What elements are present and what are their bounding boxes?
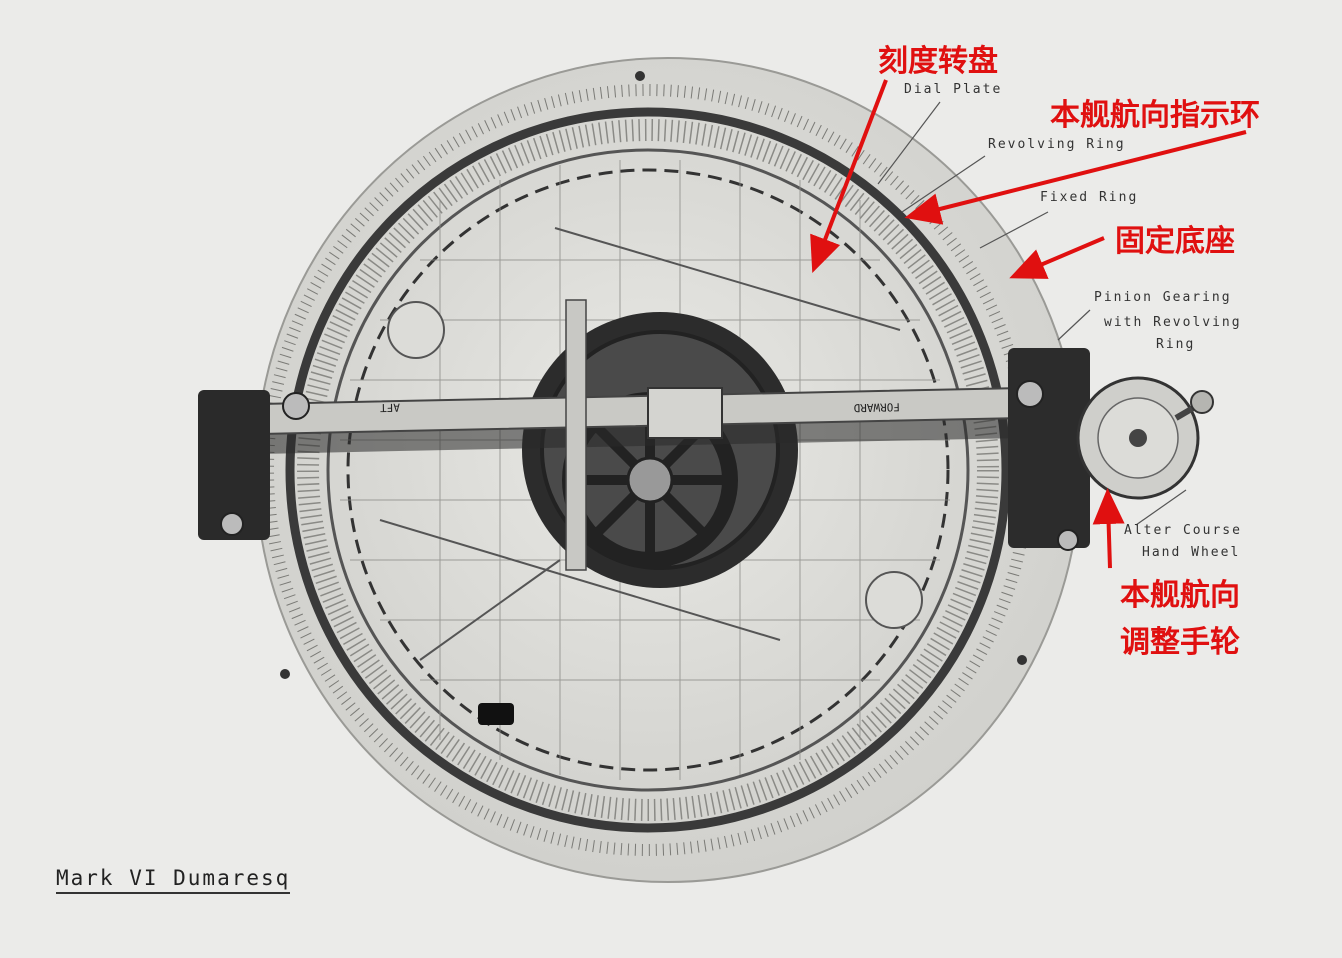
mounting-hole	[1017, 655, 1027, 665]
figure-caption: Mark VI Dumaresq	[56, 866, 291, 894]
label-alter-line2: Hand Wheel	[1142, 545, 1241, 560]
zh-handwheel-line2: 调整手轮	[1120, 625, 1240, 660]
dial-knob-left[interactable]	[387, 301, 445, 359]
revolving-ring-scale	[297, 119, 999, 821]
zh-dial-plate: 刻度转盘	[878, 44, 998, 79]
right-bracket-screw	[1016, 380, 1044, 408]
bar-label-aft: AFT	[380, 401, 401, 414]
left-bracket-screw	[220, 512, 244, 536]
zh-own-course-ring: 本舰航向指示环	[1050, 98, 1260, 133]
label-pinion-line3: Ring	[1156, 337, 1196, 352]
dial-diagonal-lines	[379, 227, 901, 661]
right-bracket-screw	[1057, 529, 1079, 551]
center-hub	[626, 456, 674, 504]
label-fixed-ring: Fixed Ring	[1040, 190, 1139, 205]
dial-knob-right[interactable]	[865, 571, 923, 629]
label-pinion-line2: with Revolving	[1104, 315, 1242, 330]
hand-wheel-hub	[1129, 429, 1147, 447]
left-bracket-screw	[282, 392, 310, 420]
zh-fixed-base: 固定底座	[1115, 224, 1235, 259]
center-slider[interactable]	[647, 387, 723, 439]
mounting-hole	[280, 669, 290, 679]
label-dial-plate: Dial Plate	[904, 82, 1003, 97]
mounting-hole	[635, 71, 645, 81]
hand-wheel-crank-knob-icon[interactable]	[1190, 390, 1214, 414]
label-revolving-ring: Revolving Ring	[988, 137, 1126, 152]
red-arrows	[810, 79, 1247, 569]
bar-label-forward: FORWARD	[853, 400, 900, 414]
dial-clip	[478, 703, 514, 725]
label-alter-line1: Alter Course	[1124, 523, 1242, 538]
label-pinion-line1: Pinion Gearing	[1094, 290, 1232, 305]
dial-plate-dashed-ring	[346, 168, 950, 772]
zh-handwheel-line1: 本舰航向	[1120, 578, 1240, 613]
center-slider-arm	[565, 299, 587, 571]
left-bracket	[198, 390, 270, 540]
revolving-ring	[285, 107, 1011, 833]
